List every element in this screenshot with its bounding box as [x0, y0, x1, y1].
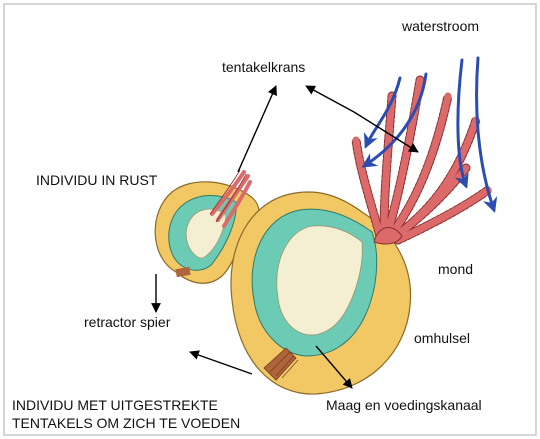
label-individu-uitgestrekt-2: TENTAKELS OM ZICH TE VOEDEN [12, 415, 240, 431]
label-waterstroom: waterstroom [401, 18, 479, 34]
label-omhulsel: omhulsel [414, 330, 470, 346]
label-individu-in-rust: INDIVIDU IN RUST [36, 172, 158, 188]
arrow-resting-to-tentacles [238, 86, 276, 172]
label-retractor-spier: retractor spier [84, 314, 171, 330]
label-tentakelkrans: tentakelkrans [222, 59, 305, 75]
tentacle-crown [356, 80, 488, 244]
arrow-crown-left [306, 86, 354, 112]
label-maag: Maag en voedingskanaal [326, 397, 482, 413]
label-individu-uitgestrekt-1: INDIVIDU MET UITGESTREKTE [12, 397, 218, 413]
label-mond: mond [438, 261, 473, 277]
arrow-retractor-main [190, 352, 252, 374]
